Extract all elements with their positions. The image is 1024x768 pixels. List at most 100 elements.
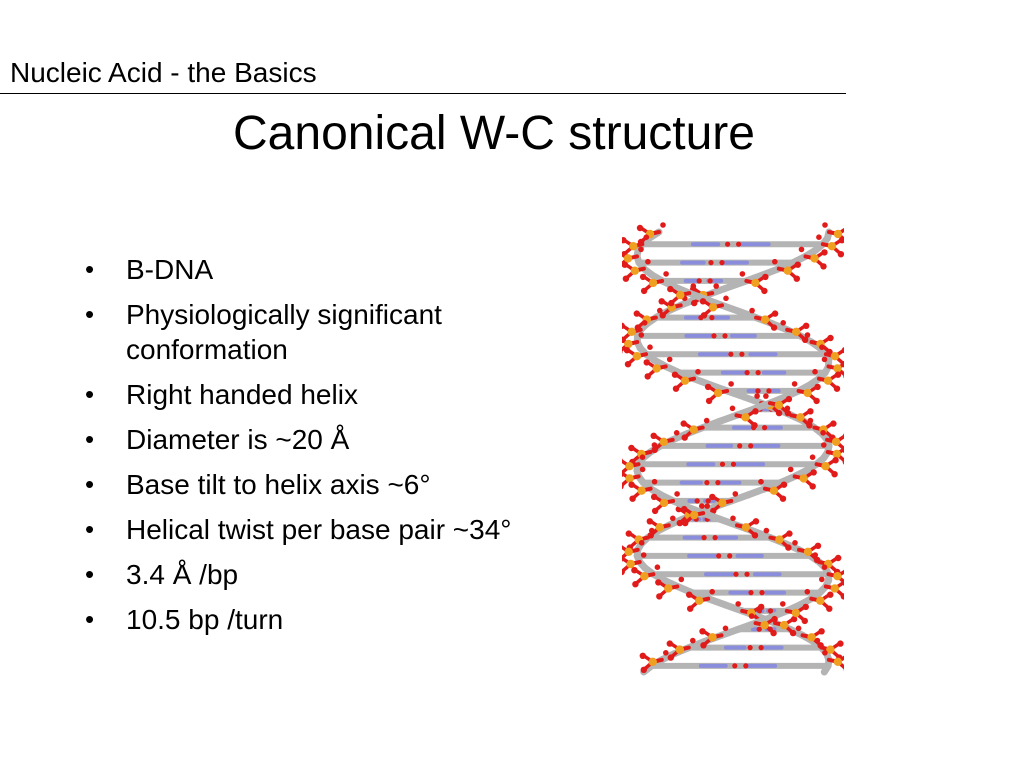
phosphorus-atom <box>624 547 633 556</box>
oxygen-atom <box>700 642 707 649</box>
oxygen-atom <box>622 237 627 244</box>
oxygen-atom <box>639 466 646 473</box>
oxygen-atom <box>798 246 805 253</box>
oxygen-atom <box>819 344 825 350</box>
oxygen-atom <box>749 307 755 314</box>
phosphorus-atom <box>833 364 842 373</box>
oxygen-atom <box>812 552 818 558</box>
oxygen-atom <box>831 471 838 478</box>
oxygen-atom <box>660 222 666 228</box>
phosphorus-atom <box>807 633 816 642</box>
bullet-marker: • <box>85 299 95 329</box>
phosphorus-atom <box>627 327 636 336</box>
oxygen-atom <box>735 601 741 607</box>
bullet-text: Base tilt to helix axis ~6° <box>126 469 431 500</box>
oxygen-atom <box>837 640 844 647</box>
oxygen-atom <box>841 347 844 354</box>
oxygen-atom <box>666 640 673 647</box>
base-oxygen-atom <box>748 443 754 449</box>
dna-double-helix-figure <box>622 222 844 676</box>
oxygen-atom <box>775 409 783 417</box>
phosphorus-atom <box>675 645 684 654</box>
phosphorus-atom <box>833 657 843 666</box>
oxygen-atom <box>681 434 688 441</box>
oxygen-atom <box>739 271 746 277</box>
oxygen-atom <box>628 444 635 452</box>
base-oxygen-atom <box>704 480 710 486</box>
oxygen-atom <box>622 322 625 329</box>
phosphorus-atom <box>640 572 649 581</box>
oxygen-atom <box>748 613 755 619</box>
oxygen-atom <box>643 359 650 366</box>
oxygen-atom <box>650 432 657 439</box>
oxygen-atom <box>639 454 646 460</box>
oxygen-atom <box>814 383 821 391</box>
oxygen-atom <box>656 593 663 600</box>
oxygen-atom <box>644 373 651 380</box>
phosphorus-atom <box>792 327 801 336</box>
oxygen-atom <box>723 295 729 302</box>
oxygen-atom <box>672 385 680 392</box>
oxygen-atom <box>703 417 710 424</box>
base-oxygen-atom <box>705 498 711 504</box>
phosphorus-atom <box>826 645 835 654</box>
phosphorus-atom <box>791 608 800 618</box>
oxygen-atom <box>625 530 632 537</box>
oxygen-atom <box>779 495 787 502</box>
oxygen-atom <box>640 287 648 295</box>
base-oxygen-atom <box>737 443 743 449</box>
oxygen-atom <box>787 466 794 473</box>
oxygen-atom <box>681 505 688 513</box>
oxygen-atom <box>791 381 798 387</box>
oxygen-atom <box>638 332 645 338</box>
base-oxygen-atom <box>767 608 774 614</box>
oxygen-atom <box>666 356 673 363</box>
oxygen-atom <box>843 374 844 379</box>
oxygen-atom <box>657 307 663 314</box>
bullet-item: •B-DNA <box>85 252 545 287</box>
base-oxygen-atom <box>722 333 728 339</box>
oxygen-atom <box>691 299 698 307</box>
oxygen-atom <box>812 368 818 375</box>
oxygen-atom <box>673 430 680 436</box>
oxygen-atom <box>722 625 729 632</box>
phosphorus-atom <box>659 437 668 446</box>
bullet-text: 3.4 Å /bp <box>126 559 239 590</box>
base-oxygen-atom <box>747 645 753 651</box>
oxygen-atom <box>790 615 798 623</box>
oxygen-atom <box>816 234 822 240</box>
oxygen-atom <box>640 666 647 673</box>
base-oxygen-atom <box>759 590 765 596</box>
oxygen-atom <box>709 493 716 501</box>
oxygen-atom <box>804 332 811 338</box>
phosphorus-atom <box>626 559 635 569</box>
phosphorus-atom <box>708 303 718 312</box>
oxygen-atom <box>785 395 793 403</box>
bullet-item: •3.4 Å /bp <box>85 557 545 592</box>
bullet-marker: • <box>85 514 95 544</box>
phosphorus-atom <box>810 254 819 263</box>
oxygen-atom <box>786 530 793 537</box>
oxygen-atom <box>763 393 769 399</box>
base-oxygen-atom <box>766 388 772 394</box>
phosphorus-atom <box>774 400 784 410</box>
oxygen-atom <box>810 469 817 476</box>
phosphorus-atom <box>708 633 717 642</box>
oxygen-atom <box>622 458 623 463</box>
phosphorus-atom <box>623 254 633 263</box>
bullet-marker: • <box>85 254 95 284</box>
oxygen-atom <box>807 408 814 415</box>
oxygen-atom <box>752 518 760 525</box>
phosphorus-atom <box>827 242 837 251</box>
phosphorus-atom <box>690 510 699 520</box>
oxygen-atom <box>704 503 710 509</box>
oxygen-atom <box>699 503 705 509</box>
base-oxygen-atom <box>755 388 761 394</box>
oxygen-atom <box>842 433 844 439</box>
oxygen-atom <box>809 454 816 460</box>
oxygen-atom <box>640 552 647 558</box>
oxygen-atom <box>842 459 844 465</box>
oxygen-atom <box>795 625 802 632</box>
oxygen-atom <box>671 371 679 378</box>
